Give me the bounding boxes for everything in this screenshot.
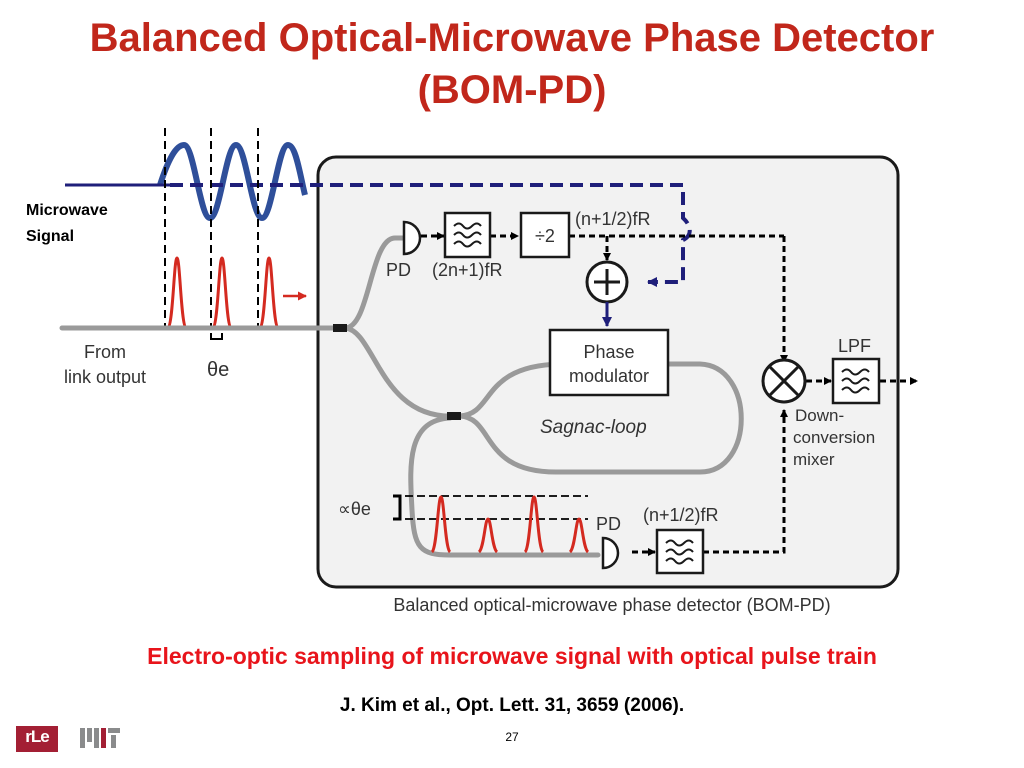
phase-modulator-label-1: Phase [583, 342, 634, 362]
input-pulse [258, 256, 280, 330]
phase-modulator-box [548, 328, 670, 397]
combiner-icon [585, 260, 629, 304]
main-caption: Electro-optic sampling of microwave sign… [147, 643, 877, 669]
lpf-icon [831, 357, 881, 405]
output-pulses [430, 495, 590, 554]
output-pulse [477, 517, 499, 554]
sagnac-loop-label: Sagnac-loop [540, 417, 647, 438]
from-label-1: From [84, 342, 126, 362]
pd-top-label: PD [386, 260, 411, 280]
sampling-dashed-lines [164, 128, 259, 330]
theta-e-bracket [210, 333, 223, 340]
microwave-label-2: Signal [26, 228, 74, 245]
freq-bottom-label: (n+1/2)fR [643, 505, 719, 525]
mixer-label-1: Down- [795, 406, 844, 425]
input-pulse [166, 256, 188, 330]
mit-logo [80, 728, 120, 748]
from-label-2: link output [64, 367, 146, 387]
rle-logo: rLe [16, 726, 58, 752]
fiber-coupler-2 [447, 412, 461, 420]
prop-theta-bracket [393, 494, 402, 521]
filter-top-icon [443, 211, 492, 259]
filter-top-freq-label: (2n+1)fR [432, 260, 503, 280]
prop-theta-e-label: ∝θe [338, 499, 371, 519]
page-number: 27 [505, 730, 519, 744]
optical-fibers [59, 235, 744, 558]
input-pulses [166, 256, 280, 330]
slide-title: Balanced Optical-Microwave Phase Detecto… [0, 12, 1024, 116]
divider-box [519, 211, 571, 259]
phase-modulator-label-2: modulator [569, 366, 649, 386]
input-pulse [211, 256, 233, 330]
divider-label: ÷2 [535, 226, 555, 246]
mixer-icon [761, 358, 807, 404]
filter-bottom-icon [655, 528, 705, 575]
pd-top-icon [402, 220, 422, 256]
microwave-wave [157, 141, 308, 222]
title-line-1: Balanced Optical-Microwave Phase Detecto… [89, 16, 935, 60]
output-pulse [430, 495, 452, 554]
output-pulse [523, 495, 545, 554]
output-reference-lines [405, 495, 588, 520]
fiber-coupler-1 [333, 324, 347, 332]
mixer-label-2: conversion [793, 428, 875, 447]
lpf-label: LPF [838, 336, 871, 356]
signal-dashed-paths [421, 232, 918, 556]
pd-bottom-label: PD [596, 514, 621, 534]
microwave-dashed-path [170, 183, 692, 287]
pd-bottom-icon [601, 536, 620, 570]
reference-citation: J. Kim et al., Opt. Lett. 31, 3659 (2006… [339, 695, 685, 716]
title-line-2: (BOM-PD) [417, 68, 607, 112]
microwave-label-1: Microwave [26, 202, 108, 219]
output-pulse [568, 517, 590, 554]
freq-top-label: (n+1/2)fR [575, 209, 651, 229]
mixer-label-3: mixer [793, 450, 835, 469]
theta-e-label: θe [207, 359, 229, 381]
rle-logo-subtitle: AT MIT [26, 748, 48, 754]
bom-pd-box-caption: Balanced optical-microwave phase detecto… [393, 595, 830, 615]
